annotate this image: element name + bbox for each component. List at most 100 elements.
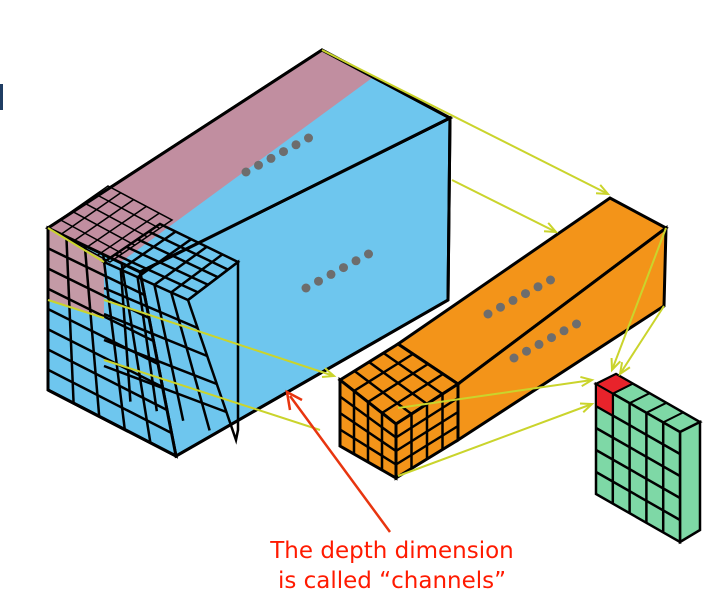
projection-line [47,299,105,319]
input-front-grid-line [47,247,146,297]
ellipsis-dot [254,160,263,170]
ellipsis-dot [534,339,544,349]
input-top-grid-line [95,193,160,230]
ellipsis-dot [291,140,301,150]
ellipsis-dot [547,333,556,343]
input-volume [44,48,454,459]
projection-line-head [595,184,611,196]
output-top-grid-line [662,411,684,424]
ellipsis-dot [509,353,519,363]
page-edge-mark [0,84,3,110]
input-front-grid-line [47,328,164,389]
ellipsis-dot [496,302,505,312]
ellipsis-dot [339,263,348,273]
kernel-grid-line [339,395,397,439]
projection-line-head [543,222,559,234]
input-front-grid-line [120,263,152,443]
input-top-grid-line [97,212,160,256]
input-front-grid-line [83,245,101,417]
input-top-grid-line [71,210,136,246]
input-front-grid-line [47,368,173,435]
kernel-grid-line [353,352,414,393]
output-highlight-cell [595,382,614,418]
input-kernel-top-grid-line [170,253,224,294]
input-kernel-grid-line [103,286,199,330]
input-top-shaded-region [48,50,372,270]
projection-line [47,227,105,263]
ellipsis-dot [364,249,373,259]
kernel-grid-line [395,410,459,453]
input-front-grid-line [47,307,159,366]
input-kernel-grid-line [103,312,208,358]
ellipsis-dot [314,276,323,286]
input-top-grid-line [72,198,135,243]
kernel-grid-line [395,424,459,466]
projection-line-head [579,402,595,413]
projection-line [103,299,335,377]
ellipsis-dot [522,346,531,356]
ellipsis-dot [351,256,361,266]
ellipsis-dot [508,295,518,305]
input-front-grid-line [65,236,75,404]
input-top-grid-line [59,218,123,255]
channels-caption: The depth dimension is called “channels” [232,536,552,596]
ellipsis-dot [546,275,555,285]
projection-line [611,227,667,371]
input-kernel-top-grid-line [136,238,192,279]
projection-line-head [610,357,622,373]
kernel-grid-line [339,411,397,453]
ellipsis-dot [301,283,311,293]
input-edge [139,116,451,274]
kernel-grid-line [339,428,397,466]
caption-line-2: is called “channels” [277,568,507,594]
kernel-volume [337,196,669,481]
ellipsis-dot [533,282,543,292]
projection-line-head [580,375,595,388]
input-kernel-top-grid-line [153,245,208,286]
input-kernel-top-grid-line [137,238,219,279]
annotation-arrow-line [288,395,392,533]
input-kernel-top-grid-line [120,230,177,271]
annotation-arrow-head [285,389,303,411]
ellipsis-dot [279,147,288,157]
projection-line [321,49,609,195]
ellipsis-dot [559,326,569,336]
projection-line [451,179,557,233]
ellipsis-dot [241,167,251,177]
input-kernel-grid-line [136,277,159,412]
output-grid-line [595,470,681,522]
input-kernel-grid-line [169,292,211,431]
input-kernel-top-grid-line [125,245,209,286]
ellipsis-dot [521,289,530,299]
ellipsis-dot [266,153,276,163]
ellipsis-dot [483,309,493,319]
input-front-grid-line [101,254,127,430]
input-top-grid-border [46,185,174,263]
input-front-grid-line [47,287,155,343]
input-kernel-grid-line [103,364,227,414]
projection-lines [47,49,667,477]
output-side-edge [678,419,702,545]
input-kernel-top-grid-line [114,253,199,294]
input-top-grid-line [59,192,122,236]
kernel-grid-line [381,372,444,415]
output-feature-map [593,372,703,545]
output-top-grid-line [645,401,667,414]
kernel-grid-line [395,396,459,439]
ellipsis-dot [304,133,313,143]
output-grid-line [595,448,681,500]
input-top-grid-line [83,202,148,238]
input-kernel-grid-line [153,284,185,422]
kernel-grid-line [367,362,429,404]
input-kernel-top-grid-line [148,230,229,271]
projection-line [397,403,593,477]
ellipsis-dot [326,269,336,279]
projection-line [619,305,665,375]
projection-line-head [618,362,631,377]
projection-line [397,379,593,409]
input-top-grid-line [84,205,147,250]
input-kernel-grid-line [119,269,132,402]
output-front-face [594,381,682,545]
output-grid-line [595,426,681,478]
